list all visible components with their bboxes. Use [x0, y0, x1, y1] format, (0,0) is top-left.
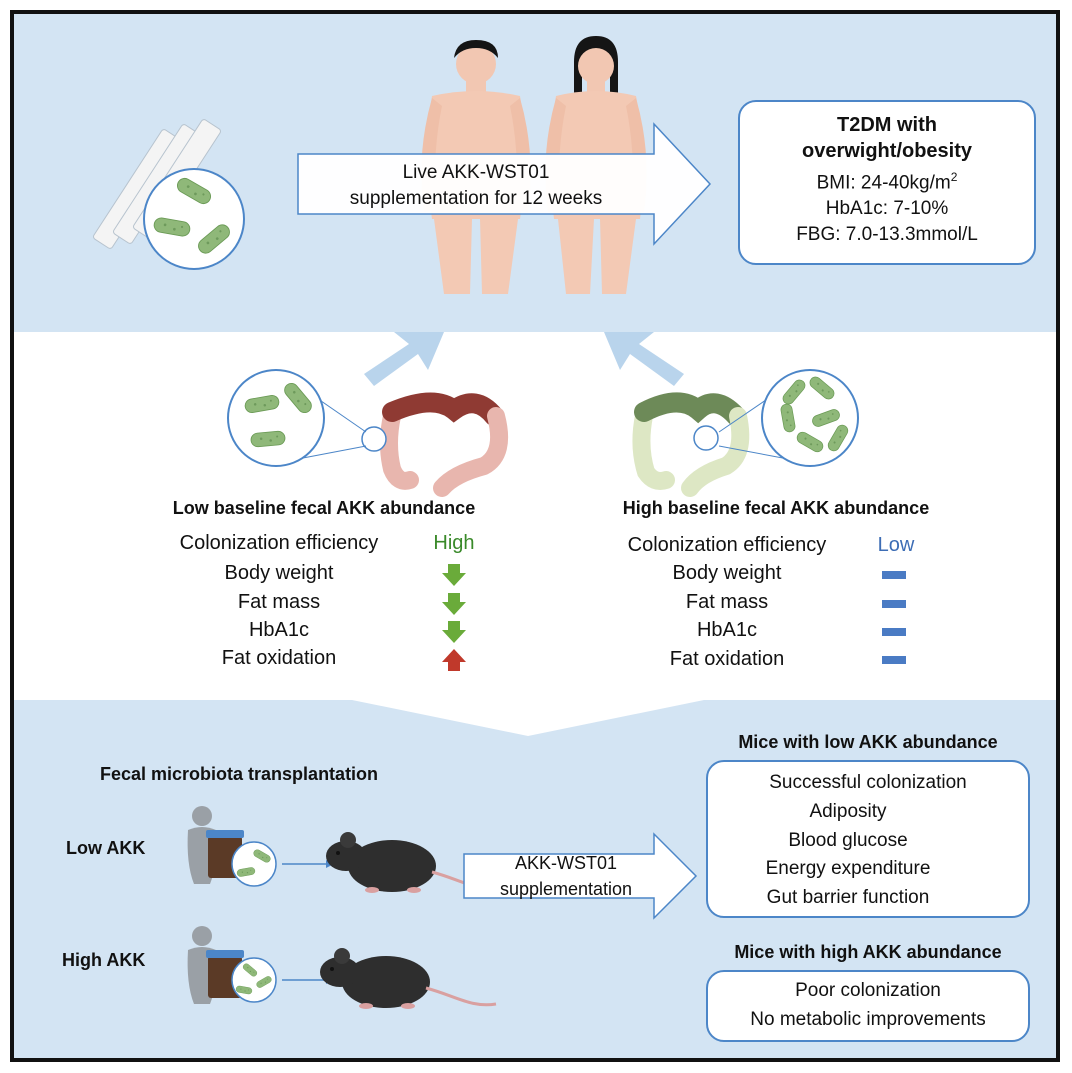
mice-low-line-1: Successful colonization — [769, 772, 967, 793]
low-akk-donor-icon — [187, 806, 277, 887]
split-arrow-right — [604, 332, 684, 386]
arrow-line-2: supplementation for 12 weeks — [349, 188, 603, 209]
fat-mass-no-change-icon — [882, 600, 906, 608]
high-row-fat-oxidation: Fat oxidation — [669, 648, 785, 670]
body-weight-down-arrow-icon — [442, 564, 466, 586]
low-colonization-value: High — [433, 532, 475, 554]
t2dm-title-1: T2DM with — [837, 114, 937, 136]
low-colonization-label: Colonization efficiency — [179, 532, 379, 554]
low-group-indicators — [442, 564, 466, 671]
low-row-fat-mass: Fat mass — [237, 591, 321, 613]
low-akk-label: Low AKK — [66, 838, 146, 858]
akk-supplementation-arrow-text: AKK-WST01 supplementation — [466, 850, 666, 902]
bacteria-circle-icon — [143, 168, 245, 270]
mice-high-box: Poor colonization No metabolic improveme… — [706, 970, 1030, 1042]
fbg-criterion: FBG: 7.0-13.3mmol/L — [796, 224, 978, 246]
akk-supplementation-arrow — [463, 832, 698, 920]
low-row-body-weight: Body weight — [224, 562, 334, 584]
fmt-arrow-line-1: AKK-WST01 — [514, 853, 618, 873]
high-akk-mouse-icon — [318, 946, 498, 1011]
mice-low-line-2: Adiposity — [809, 801, 887, 822]
high-group-title: High baseline fecal AKK abundance — [622, 498, 930, 518]
mice-high-line-1: Poor colonization — [795, 980, 941, 1001]
fat-oxidation-no-change-icon — [882, 656, 906, 664]
low-abundance-colon-icon — [361, 392, 508, 497]
mice-low-title: Mice with low AKK abundance — [738, 732, 998, 752]
supplementation-arrow — [297, 122, 712, 246]
low-akk-transfer-arrow — [282, 860, 334, 868]
high-row-hba1c: HbA1c — [696, 619, 758, 641]
illustration-layer — [93, 36, 986, 1011]
high-bacteria-zoom-icon — [718, 369, 859, 467]
mice-low-line-3: Blood glucose — [788, 830, 908, 851]
mice-high-title: Mice with high AKK abundance — [734, 942, 1002, 962]
mice-low-line-5: Gut barrier function — [766, 887, 930, 908]
bmi-superscript: 2 — [950, 170, 958, 184]
supplementation-arrow-text: Live AKK-WST01 supplementation for 12 we… — [298, 160, 654, 212]
low-group-title: Low baseline fecal AKK abundance — [172, 498, 476, 518]
arrow-line-1: Live AKK-WST01 — [402, 162, 550, 183]
fat-oxidation-up-arrow-icon — [442, 649, 466, 671]
fat-mass-down-arrow-icon — [442, 593, 466, 615]
high-row-fat-mass: Fat mass — [685, 591, 769, 613]
hba1c-down-arrow-icon — [442, 621, 466, 643]
low-row-hba1c: HbA1c — [248, 619, 310, 641]
mice-low-box: Successful colonization Adiposity Blood … — [706, 760, 1030, 918]
hba1c-no-change-icon — [882, 628, 906, 636]
body-weight-no-change-icon — [882, 571, 906, 579]
high-group-indicators — [882, 571, 906, 664]
mice-low-line-4: Energy expenditure — [765, 858, 931, 879]
bmi-criterion: BMI: 24-40kg/m2 — [740, 164, 1034, 196]
high-row-body-weight: Body weight — [672, 562, 782, 584]
hba1c-criterion: HbA1c: 7-10% — [825, 198, 949, 220]
low-bacteria-zoom-icon — [227, 369, 367, 467]
t2dm-title-2: overwight/obesity — [801, 140, 973, 162]
high-akk-donor-icon — [187, 926, 277, 1004]
fmt-title: Fecal microbiota transplantation — [100, 764, 379, 784]
fmt-down-arrow — [352, 700, 704, 736]
high-colonization-label: Colonization efficiency — [627, 534, 827, 556]
bmi-text: BMI: 24-40kg/m — [816, 172, 951, 194]
split-arrow-left — [364, 332, 444, 386]
graphical-abstract: Live AKK-WST01 supplementation for 12 we… — [10, 10, 1060, 1062]
high-abundance-colon-icon — [632, 392, 750, 497]
high-akk-label: High AKK — [62, 950, 146, 970]
low-row-fat-oxidation: Fat oxidation — [221, 647, 337, 669]
fmt-arrow-line-2: supplementation — [499, 879, 633, 899]
inclusion-criteria-box: T2DM with overwight/obesity BMI: 24-40kg… — [738, 100, 1036, 265]
high-colonization-value: Low — [877, 534, 915, 556]
mice-high-line-2: No metabolic improvements — [750, 1009, 986, 1030]
